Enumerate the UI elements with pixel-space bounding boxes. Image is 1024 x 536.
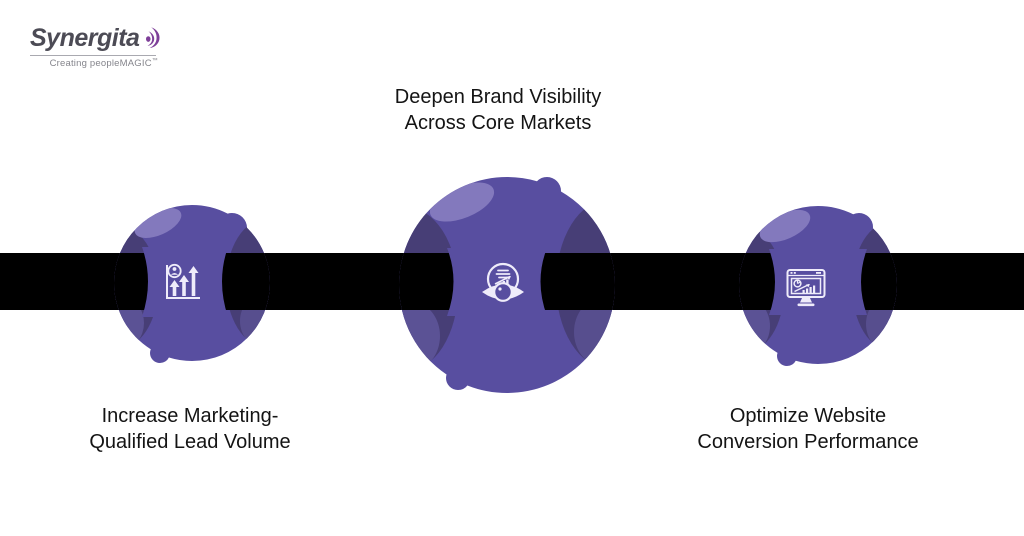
label-line: Across Core Markets [404, 112, 592, 134]
monitor-dashboard-icon [786, 269, 826, 307]
logo-wordmark: Synergita [30, 24, 140, 52]
label-line: Qualified Lead Volume [89, 431, 291, 453]
label-website-conversion: Optimize Website Conversion Performance [648, 403, 968, 455]
sphere-brand-visibility [399, 177, 615, 393]
synergita-logo: Synergita Creating peopleMAGIC™ [30, 24, 161, 69]
visibility-eye-analytics-icon [482, 262, 524, 302]
growth-arrows-user-icon [166, 263, 200, 299]
label-line: Increase Marketing- [101, 405, 279, 427]
label-line: Deepen Brand Visibility [394, 86, 602, 108]
logo-divider [30, 55, 156, 56]
label-line: Conversion Performance [697, 431, 919, 453]
sphere-website-conversion [739, 206, 897, 366]
label-lead-volume: Increase Marketing- Qualified Lead Volum… [30, 403, 350, 455]
logo-tagline-text: Creating peopleMAGIC [49, 58, 152, 70]
label-line: Optimize Website [729, 405, 887, 427]
logo-tagline: Creating peopleMAGIC™ [30, 58, 158, 69]
label-brand-visibility: Deepen Brand Visibility Across Core Mark… [338, 84, 658, 136]
logo-trademark: ™ [151, 58, 158, 64]
logo-swirl-icon [146, 27, 161, 48]
sphere-lead-volume [114, 205, 270, 363]
